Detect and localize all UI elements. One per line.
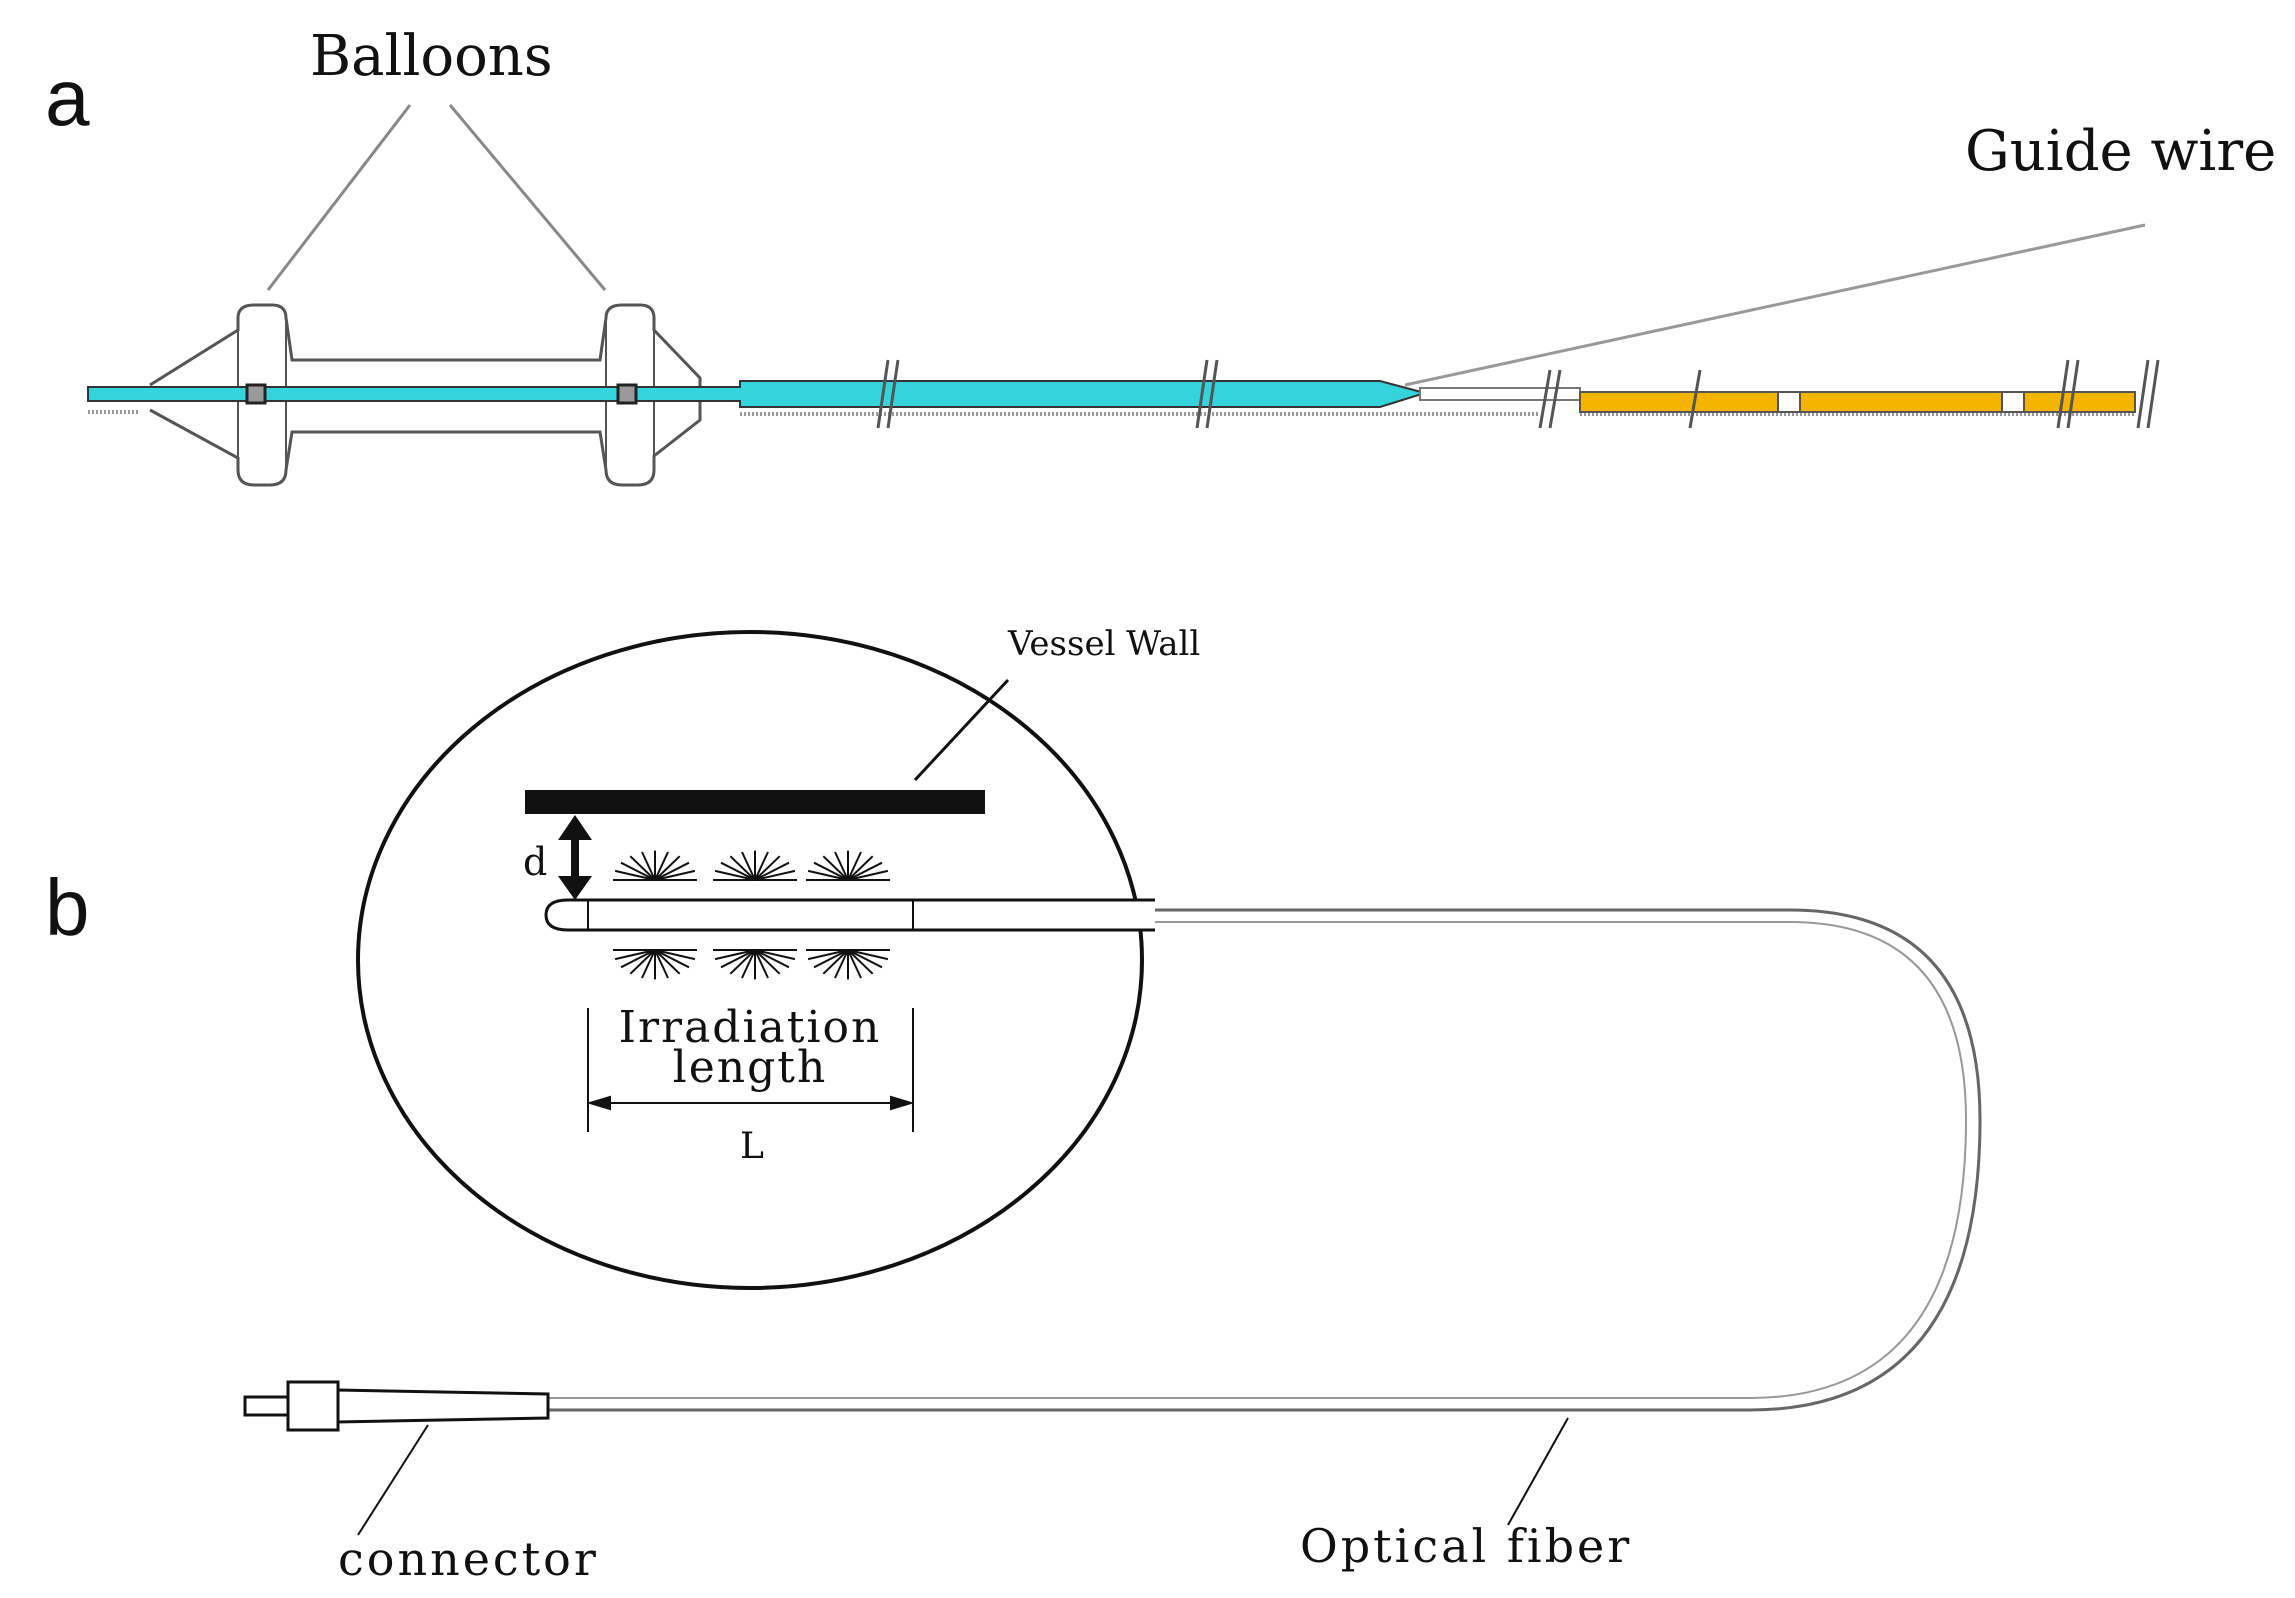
light-ray (741, 949, 756, 979)
balloons-label: Balloons (310, 24, 553, 89)
fiber-tip (544, 898, 1155, 932)
catheter-shaft (87, 380, 1429, 408)
light-ray (614, 949, 656, 961)
light-ray (813, 949, 849, 969)
optical-fiber (548, 908, 1982, 1412)
guide-wire-marker-2 (2001, 391, 2025, 413)
irradiation-dimension (586, 1008, 915, 1132)
fiber-connector (243, 1380, 550, 1432)
light-ray (629, 855, 656, 881)
light-ray (729, 949, 756, 975)
guide-wire-orange (1579, 391, 2136, 413)
light-ray (654, 949, 669, 979)
light-ray (847, 949, 862, 979)
light-ray (714, 869, 756, 881)
balloon-leader-left (266, 104, 412, 291)
light-ray (807, 949, 849, 961)
light-ray (754, 949, 769, 979)
light-ray (847, 869, 889, 881)
light-ray (807, 869, 849, 881)
light-ray (629, 949, 656, 975)
light-ray (720, 949, 756, 969)
light-ray (614, 869, 656, 881)
connector-label: connector (338, 1532, 599, 1586)
light-ray (654, 855, 681, 881)
light-ray (754, 869, 796, 881)
light-ray (654, 851, 669, 881)
vessel-wall-leader (913, 678, 1010, 782)
optical-fiber-leader (1507, 1417, 1569, 1526)
light-ray (641, 949, 656, 979)
light-ray (834, 851, 849, 881)
light-ray (620, 861, 656, 881)
light-ray (847, 851, 862, 881)
irradiation-label-line2: length (673, 1042, 828, 1093)
magnified-inset (356, 630, 1144, 1290)
irradiation-bursts (613, 850, 890, 980)
light-ray (754, 851, 769, 881)
light-ray (847, 949, 889, 961)
marker-left (245, 383, 267, 405)
light-ray (754, 855, 781, 881)
light-ray (654, 869, 696, 881)
light-ray (754, 949, 790, 969)
panel-b-letter: b (45, 863, 90, 952)
guide-wire-marker-1 (1777, 391, 1801, 413)
panel-a: a Balloons Guide wire (45, 24, 2276, 487)
optical-fiber-inner (548, 921, 1968, 1399)
light-ray (822, 949, 849, 975)
guide-wire-label: Guide wire (1965, 119, 2276, 184)
light-ray (654, 949, 681, 975)
vessel-wall-label: Vessel Wall (1007, 624, 1200, 664)
panel-b: b Vessel Wall d Irradiation length (45, 624, 1982, 1586)
balloon-leader-right (448, 104, 607, 291)
light-ray (720, 861, 756, 881)
light-ray (714, 949, 756, 961)
light-ray (641, 851, 656, 881)
light-ray (654, 949, 696, 961)
length-label: L (740, 1126, 764, 1167)
light-ray (834, 949, 849, 979)
light-ray (654, 949, 690, 969)
optical-fiber-label: Optical fiber (1300, 1519, 1632, 1573)
vessel-wall (525, 790, 985, 814)
distance-label: d (523, 840, 547, 884)
light-ray (847, 861, 883, 881)
light-ray (847, 949, 883, 969)
connector-leader (357, 1424, 429, 1536)
irradiation-label-line1: Irradiation (619, 1002, 882, 1053)
break-marks (876, 359, 2160, 429)
light-ray (754, 949, 796, 961)
distance-arrow (558, 815, 592, 900)
marker-right (616, 383, 638, 405)
light-ray (754, 949, 781, 975)
light-ray (754, 861, 790, 881)
panel-a-letter: a (45, 53, 90, 142)
light-ray (813, 861, 849, 881)
light-ray (654, 861, 690, 881)
light-ray (847, 949, 874, 975)
light-ray (847, 855, 874, 881)
guide-wire-leader (1404, 223, 2146, 387)
light-ray (729, 855, 756, 881)
light-ray (620, 949, 656, 969)
light-ray (822, 855, 849, 881)
light-ray (741, 851, 756, 881)
